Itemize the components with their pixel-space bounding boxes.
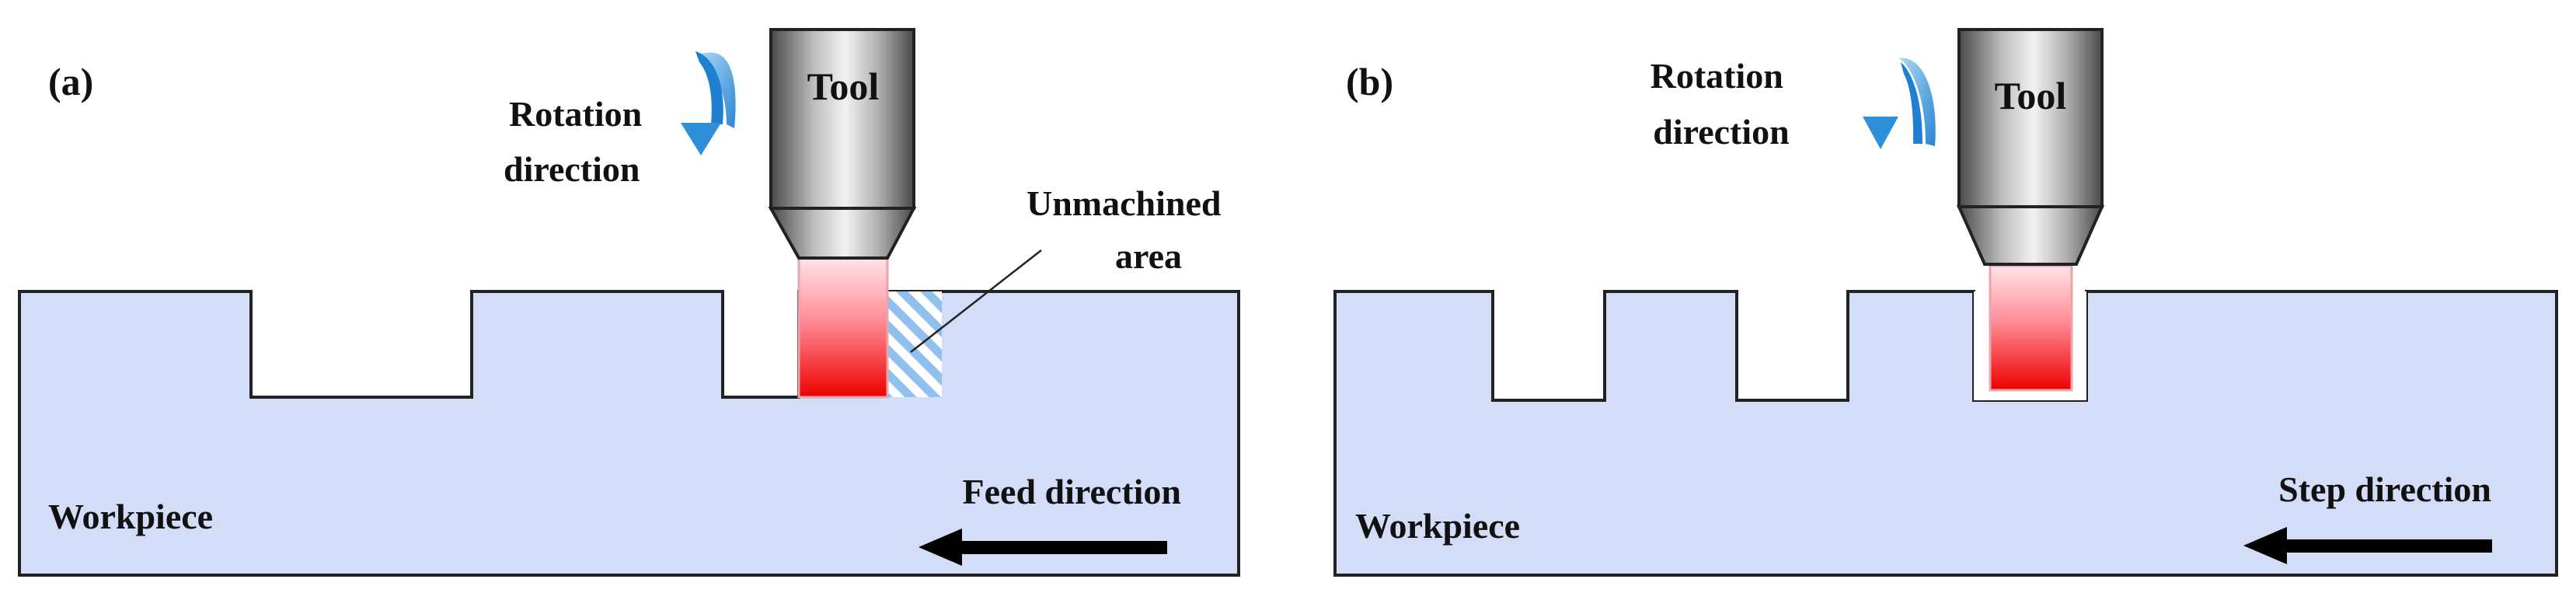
panel-b-left-arrow-icon <box>2243 527 2492 564</box>
panel-b-tool-label: Tool <box>1995 74 2067 117</box>
panel-a-left-arrow-icon <box>919 529 1167 566</box>
panel-b-tool-taper <box>1956 205 2105 266</box>
panel-a-tool-shank <box>769 28 915 210</box>
panel-b-direction-label: Step direction <box>2278 469 2491 509</box>
panel-a-leader-line <box>910 249 1042 353</box>
panel-a-cutting-zone <box>797 256 889 399</box>
panel-a-tool-taper <box>768 207 917 260</box>
panel-b-workpiece-label: Workpiece <box>1355 506 1520 546</box>
panel-a-unmachined-area <box>887 291 942 397</box>
panel-b-cutting-zone <box>1989 264 2073 392</box>
panel-b-label: (b) <box>1346 60 1393 103</box>
panel-a-tool-label: Tool <box>807 65 880 108</box>
panel-a: (a) Tool Rotation direction Unmachined a… <box>18 28 1240 577</box>
panel-b-rotation-label: Rotation direction <box>1651 56 1793 152</box>
panel-b: (b) Tool Rotation direction Workpiece St… <box>1333 28 2558 577</box>
panel-a-rotation-icon <box>681 51 736 155</box>
panel-a-unmachined-label: Unmachined area <box>1027 183 1230 276</box>
panel-a-tool: Tool <box>768 28 917 260</box>
panel-a-label: (a) <box>48 60 93 103</box>
panel-a-direction-label: Feed direction <box>963 472 1181 511</box>
panel-a-workpiece-label: Workpiece <box>48 497 213 536</box>
panel-b-rotation-icon <box>1863 58 1936 149</box>
panel-a-rotation-label: Rotation direction <box>504 94 651 189</box>
panel-b-tool: Tool <box>1956 28 2105 266</box>
panel-b-tool-shank <box>1957 28 2104 208</box>
panel-b-workpiece <box>1333 290 2558 577</box>
